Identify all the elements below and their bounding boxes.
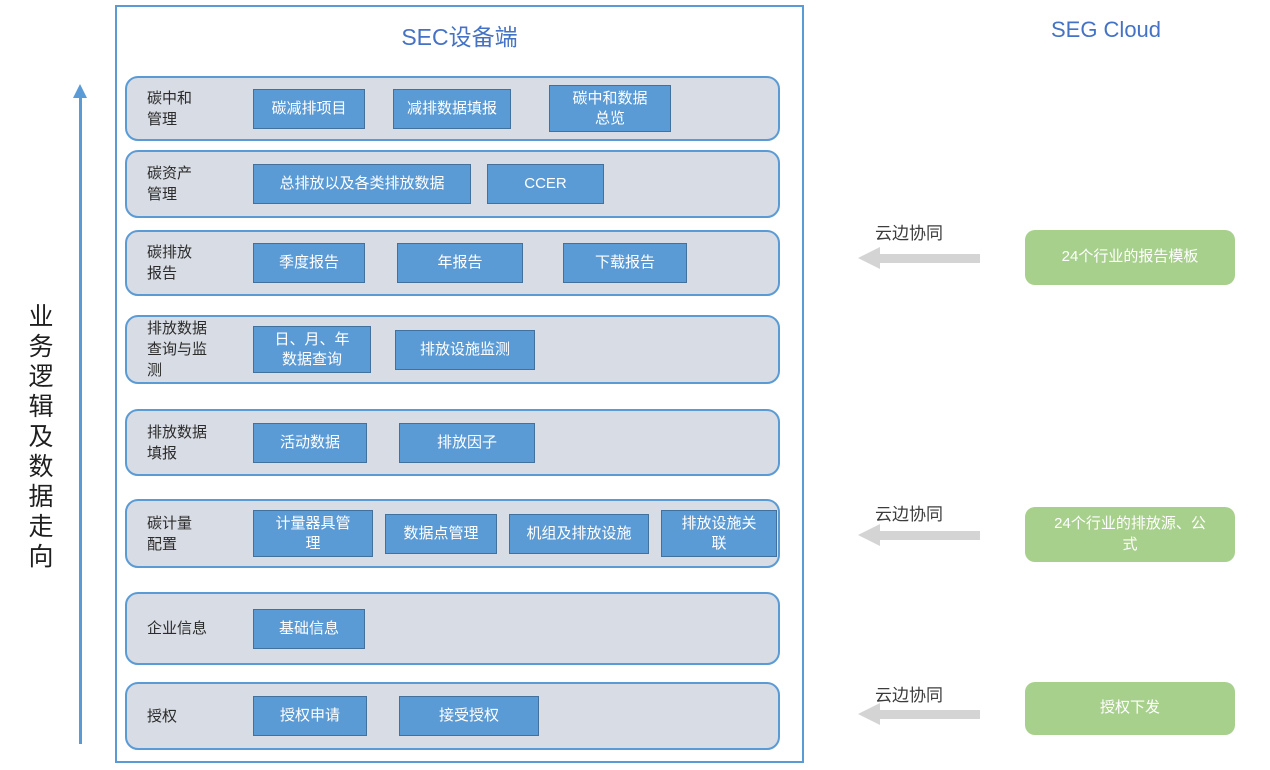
row-carbon-emission-report: 碳排放 报告 季度报告 年报告 下载报告 bbox=[125, 230, 780, 296]
module-button: 减排数据填报 bbox=[393, 88, 511, 129]
cloud-edge-sync-label: 云边协同 bbox=[875, 686, 943, 705]
flow-direction-label: 业务逻辑及数据走向 bbox=[25, 303, 53, 573]
row-label: 排放数据 查询与监 测 bbox=[147, 320, 208, 379]
module-button: 排放因子 bbox=[399, 422, 535, 463]
up-arrow-icon bbox=[70, 84, 90, 746]
module-button: 碳中和数据 总览 bbox=[549, 85, 671, 132]
left-arrow-icon bbox=[858, 524, 982, 546]
cloud-panel-title: SEG Cloud bbox=[1050, 17, 1162, 42]
left-arrow-head-icon bbox=[858, 703, 880, 725]
cloud-item-authorization-issue: 授权下发 bbox=[1025, 682, 1235, 735]
left-arrow-head-icon bbox=[858, 524, 880, 546]
module-button: 排放设施关 联 bbox=[661, 510, 777, 557]
module-button: 机组及排放设施 bbox=[509, 513, 649, 554]
row-label: 企业信息 bbox=[147, 620, 208, 637]
up-arrow-line bbox=[79, 96, 82, 744]
module-button: 排放设施监测 bbox=[395, 329, 535, 370]
module-button: CCER bbox=[487, 164, 604, 204]
left-arrow-head-icon bbox=[858, 247, 880, 269]
module-button: 总排放以及各类排放数据 bbox=[253, 164, 471, 204]
row-label: 碳排放 报告 bbox=[147, 244, 193, 282]
row-label: 授权 bbox=[147, 707, 178, 725]
row-emission-data-query-monitor: 排放数据 查询与监 测 日、月、年 数据查询 排放设施监测 bbox=[125, 315, 780, 384]
module-button: 年报告 bbox=[397, 243, 523, 283]
sec-device-panel: SEC设备端 碳中和 管理 碳减排项目 减排数据填报 碳中和数据 总览 碳资产 … bbox=[115, 5, 804, 763]
row-label: 碳中和 管理 bbox=[147, 89, 193, 128]
row-emission-data-reporting: 排放数据 填报 活动数据 排放因子 bbox=[125, 409, 780, 476]
module-button: 碳减排项目 bbox=[253, 88, 365, 129]
cloud-item-emission-sources-formulas: 24个行业的排放源、公 式 bbox=[1025, 507, 1235, 562]
module-button: 下载报告 bbox=[563, 243, 687, 283]
row-label: 碳计量 配置 bbox=[147, 514, 193, 553]
row-enterprise-info: 企业信息 基础信息 bbox=[125, 592, 780, 665]
module-button: 季度报告 bbox=[253, 243, 365, 283]
left-arrow-shaft bbox=[880, 709, 980, 719]
row-carbon-metering-config: 碳计量 配置 计量器具管 理 数据点管理 机组及排放设施 排放设施关 联 bbox=[125, 499, 780, 568]
left-arrow-shaft bbox=[880, 530, 980, 540]
module-button: 计量器具管 理 bbox=[253, 510, 373, 557]
up-arrow-head-icon bbox=[73, 84, 87, 98]
module-button: 活动数据 bbox=[253, 422, 367, 463]
module-button: 接受授权 bbox=[399, 696, 539, 736]
module-button: 基础信息 bbox=[253, 608, 365, 649]
device-panel-title: SEC设备端 bbox=[401, 24, 518, 50]
row-carbon-asset-management: 碳资产 管理 总排放以及各类排放数据 CCER bbox=[125, 150, 780, 218]
cloud-edge-sync-label: 云边协同 bbox=[875, 505, 943, 524]
row-label: 排放数据 填报 bbox=[147, 423, 208, 462]
cloud-edge-sync-label: 云边协同 bbox=[875, 224, 943, 243]
row-authorization: 授权 授权申请 接受授权 bbox=[125, 682, 780, 750]
row-carbon-neutral-management: 碳中和 管理 碳减排项目 减排数据填报 碳中和数据 总览 bbox=[125, 76, 780, 141]
row-label: 碳资产 管理 bbox=[147, 165, 193, 203]
module-button: 数据点管理 bbox=[385, 513, 497, 554]
left-arrow-shaft bbox=[880, 253, 980, 263]
left-arrow-icon bbox=[858, 247, 982, 269]
module-button: 授权申请 bbox=[253, 696, 367, 736]
cloud-item-report-templates: 24个行业的报告模板 bbox=[1025, 230, 1235, 285]
module-button: 日、月、年 数据查询 bbox=[253, 326, 371, 373]
left-arrow-icon bbox=[858, 703, 982, 725]
